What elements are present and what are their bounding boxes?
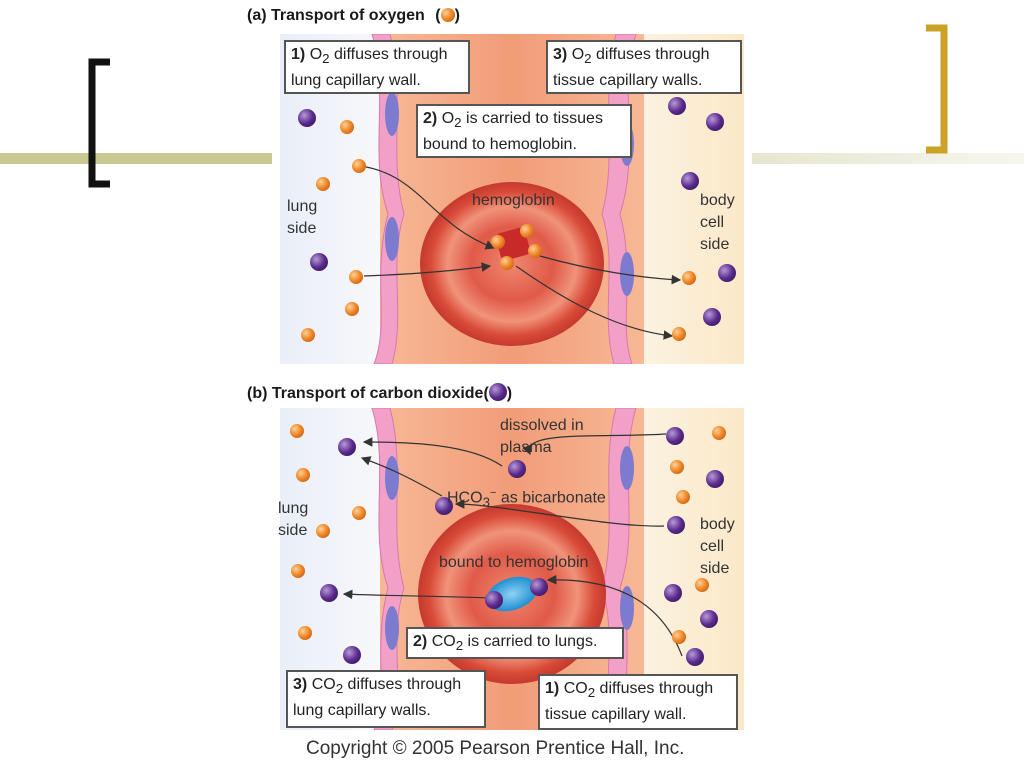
co2-molecule (666, 427, 684, 445)
copyright-text: Copyright © 2005 Pearson Prentice Hall, … (306, 738, 685, 759)
o2-molecule (291, 564, 305, 578)
co2-molecule (700, 610, 718, 628)
co2-molecule (668, 97, 686, 115)
o2-molecule (352, 506, 366, 520)
o2-legend-icon (440, 8, 455, 22)
co2-molecule (435, 497, 453, 515)
co2-molecule (298, 109, 316, 127)
co2-molecule (718, 264, 736, 282)
o2-molecule (695, 578, 709, 592)
o2-molecule (290, 424, 304, 438)
co2-molecule (343, 646, 361, 664)
co2-molecule (485, 591, 503, 609)
co2-molecule (706, 113, 724, 131)
panel-b-step2-box: 2) CO2 is carried to lungs. (406, 627, 624, 659)
o2-molecule (670, 460, 684, 474)
o2-molecule (500, 256, 514, 270)
o2-molecule (672, 327, 686, 341)
panel-a-step1-box: 1) O2 diffuses through lung capillary wa… (284, 40, 470, 94)
panel-a-title: (a) Transport of oxygen () (247, 7, 460, 24)
panel-b-title: (b) Transport of carbon dioxide() (247, 383, 513, 402)
panel-a-step3-box: 3) O2 diffuses through tissue capillary … (546, 40, 742, 94)
co2-molecule (664, 584, 682, 602)
slide-decor-line-left (0, 153, 272, 164)
co2-molecule (667, 516, 685, 534)
o2-molecule (682, 271, 696, 285)
o2-molecule (349, 270, 363, 284)
panel-a-hemoglobin-label: hemoglobin (472, 192, 555, 209)
slide-decor-line-right (752, 153, 1024, 164)
o2-molecule (491, 235, 505, 249)
co2-molecule (703, 308, 721, 326)
co2-molecule (686, 648, 704, 666)
co2-molecule (320, 584, 338, 602)
co2-molecule (508, 460, 526, 478)
co2-molecule (310, 253, 328, 271)
o2-molecule (316, 524, 330, 538)
o2-molecule (520, 224, 534, 238)
panel-b-bound-label: bound to hemoglobin (439, 554, 589, 571)
panel-a-step2-box: 2) O2 is carried to tissues bound to hem… (416, 104, 632, 158)
o2-molecule (340, 120, 354, 134)
o2-molecule (316, 177, 330, 191)
o2-molecule (352, 159, 366, 173)
o2-molecule (712, 426, 726, 440)
co2-molecule (681, 172, 699, 190)
panel-b-step1-box: 1) CO2 diffuses through tissue capillary… (538, 674, 738, 730)
o2-molecule (298, 626, 312, 640)
o2-molecule (301, 328, 315, 342)
o2-molecule (672, 630, 686, 644)
o2-molecule (676, 490, 690, 504)
co2-molecule (338, 438, 356, 456)
panel-b-bicarbonate-label: HCO3− as bicarbonate (447, 487, 606, 510)
o2-molecule (296, 468, 310, 482)
co2-legend-icon (488, 383, 507, 401)
bracket-right-icon (926, 24, 948, 154)
o2-molecule (345, 302, 359, 316)
co2-molecule (530, 578, 548, 596)
bracket-left-icon (88, 58, 110, 188)
o2-molecule (528, 244, 542, 258)
panel-b-step3-box: 3) CO2 diffuses through lung capillary w… (286, 670, 486, 728)
co2-molecule (706, 470, 724, 488)
